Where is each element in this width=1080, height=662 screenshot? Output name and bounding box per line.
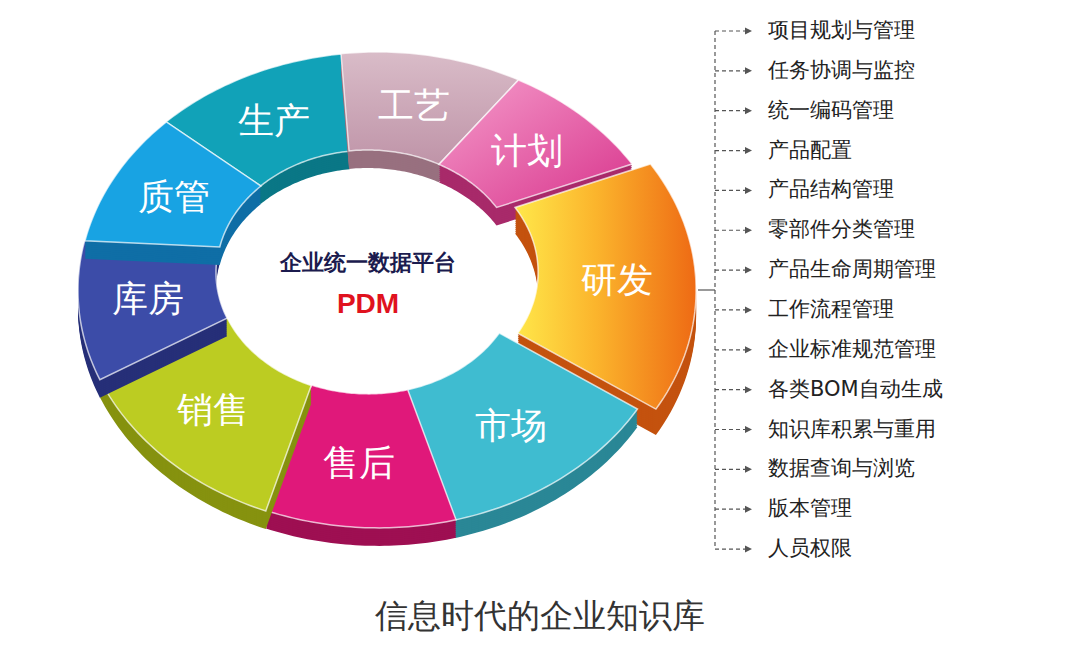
leader-arrowhead	[745, 187, 752, 194]
segment-top	[85, 122, 261, 247]
caption: 信息时代的企业知识库	[0, 596, 1080, 636]
feature-label: 各类BOM自动生成	[768, 378, 943, 401]
leader-tick	[715, 309, 746, 310]
feature-label: 产品结构管理	[768, 179, 894, 202]
leader-tick	[715, 429, 746, 430]
feature-label: 企业标准规范管理	[768, 338, 936, 361]
feature-label: 产品配置	[768, 139, 852, 162]
segment-label: 销售	[177, 390, 249, 430]
feature-label: 产品生命周期管理	[768, 259, 936, 282]
leader-tick	[715, 469, 746, 470]
feature-label: 零部件分类管理	[768, 219, 915, 242]
segment-label: 质管	[138, 177, 210, 217]
leader-tick	[715, 30, 746, 31]
leader-arrowhead	[745, 227, 752, 234]
feature-label: 统一编码管理	[768, 99, 894, 122]
leader-tick	[715, 270, 746, 271]
leader-tick	[715, 509, 746, 510]
feature-label: 人员权限	[768, 538, 852, 561]
segment-label: 库房	[112, 279, 184, 319]
feature-label: 项目规划与管理	[768, 19, 915, 42]
leader-arrowhead	[745, 466, 752, 473]
leader-tick	[715, 349, 746, 350]
segment-label: 工艺	[378, 86, 450, 126]
platform-title: 企业统一数据平台	[280, 250, 456, 276]
leader-tick	[715, 70, 746, 71]
leader-arrowhead	[745, 147, 752, 154]
segment-label: 生产	[238, 101, 310, 141]
ring-segment: 质管	[83, 120, 263, 267]
leader-tick	[715, 110, 746, 111]
leader-tick	[715, 150, 746, 151]
feature-label: 版本管理	[768, 498, 852, 521]
leader-arrowhead	[745, 546, 752, 553]
segment-label: 售后	[323, 443, 395, 483]
leader-arrowhead	[745, 506, 752, 513]
leader-arrowhead	[745, 267, 752, 274]
leader-arrowhead	[745, 346, 752, 353]
leader-tick	[715, 548, 746, 549]
feature-label: 知识库积累与重用	[768, 418, 936, 441]
leader-arrowhead	[745, 67, 752, 74]
leader-tick	[715, 230, 746, 231]
leader-arrowhead	[745, 386, 752, 393]
leader-arrowhead	[745, 426, 752, 433]
leader-tick	[715, 389, 746, 390]
bracket-stem	[698, 289, 715, 290]
segment-label: 研发	[581, 260, 653, 300]
segment-label: 市场	[475, 406, 547, 446]
leader-arrowhead	[745, 28, 752, 35]
feature-label: 数据查询与浏览	[768, 458, 915, 481]
leader-tick	[715, 190, 746, 191]
leader-arrowhead	[745, 107, 752, 114]
platform-name: PDM	[337, 289, 399, 320]
feature-label: 任务协调与监控	[768, 59, 915, 82]
segment-label: 计划	[491, 132, 563, 172]
feature-label: 工作流程管理	[768, 298, 894, 321]
leader-arrowhead	[745, 306, 752, 313]
